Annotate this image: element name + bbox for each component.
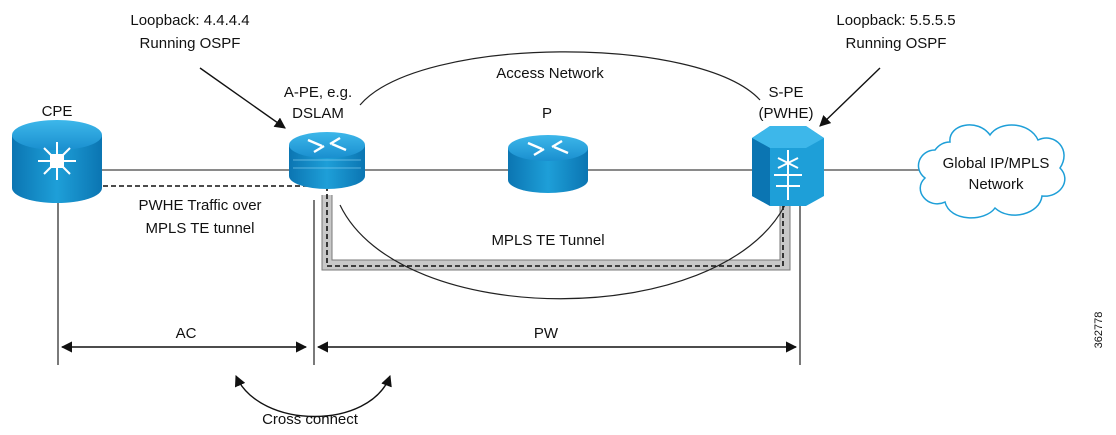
pwhe-traffic-label-line1: PWHE Traffic over [138, 197, 261, 214]
cpe-router-icon [12, 120, 102, 203]
cross-connect-arc [234, 374, 392, 418]
p-label: P [542, 105, 552, 122]
access-network-label: Access Network [496, 65, 604, 82]
cloud-icon [917, 124, 1066, 219]
mpls-tunnel-arc [339, 204, 786, 300]
pwhe-traffic-label-line2: MPLS TE tunnel [146, 220, 255, 237]
loopback-a-arrow [199, 67, 286, 129]
ape-label-line2: DSLAM [292, 105, 344, 122]
loopback-s-arrow [819, 67, 881, 127]
cloud-label-line2: Network [968, 176, 1024, 193]
spe-switch-router-icon [752, 126, 824, 206]
ac-label: AC [176, 325, 197, 342]
spe-label-line2: (PWHE) [759, 105, 814, 122]
cpe-label: CPE [42, 103, 73, 120]
cross-connect-label: Cross connect [262, 411, 359, 428]
loopback-a-line2: Running OSPF [140, 35, 241, 52]
ape-label-line1: A-PE, e.g. [284, 84, 352, 101]
mpls-te-tunnel-label: MPLS TE Tunnel [491, 232, 604, 249]
pwhe-traffic-path [95, 185, 784, 267]
figure-id: 362778 [1093, 312, 1105, 349]
loopback-a-line1: Loopback: 4.4.4.4 [130, 12, 249, 29]
pw-label: PW [534, 325, 559, 342]
loopback-s-line2: Running OSPF [846, 35, 947, 52]
cloud-label-line1: Global IP/MPLS [943, 155, 1050, 172]
spe-label-line1: S-PE [768, 84, 803, 101]
loopback-s-line1: Loopback: 5.5.5.5 [836, 12, 955, 29]
access-network-arc [359, 51, 761, 106]
ape-router-icon [289, 132, 365, 189]
p-router-icon [508, 135, 588, 193]
